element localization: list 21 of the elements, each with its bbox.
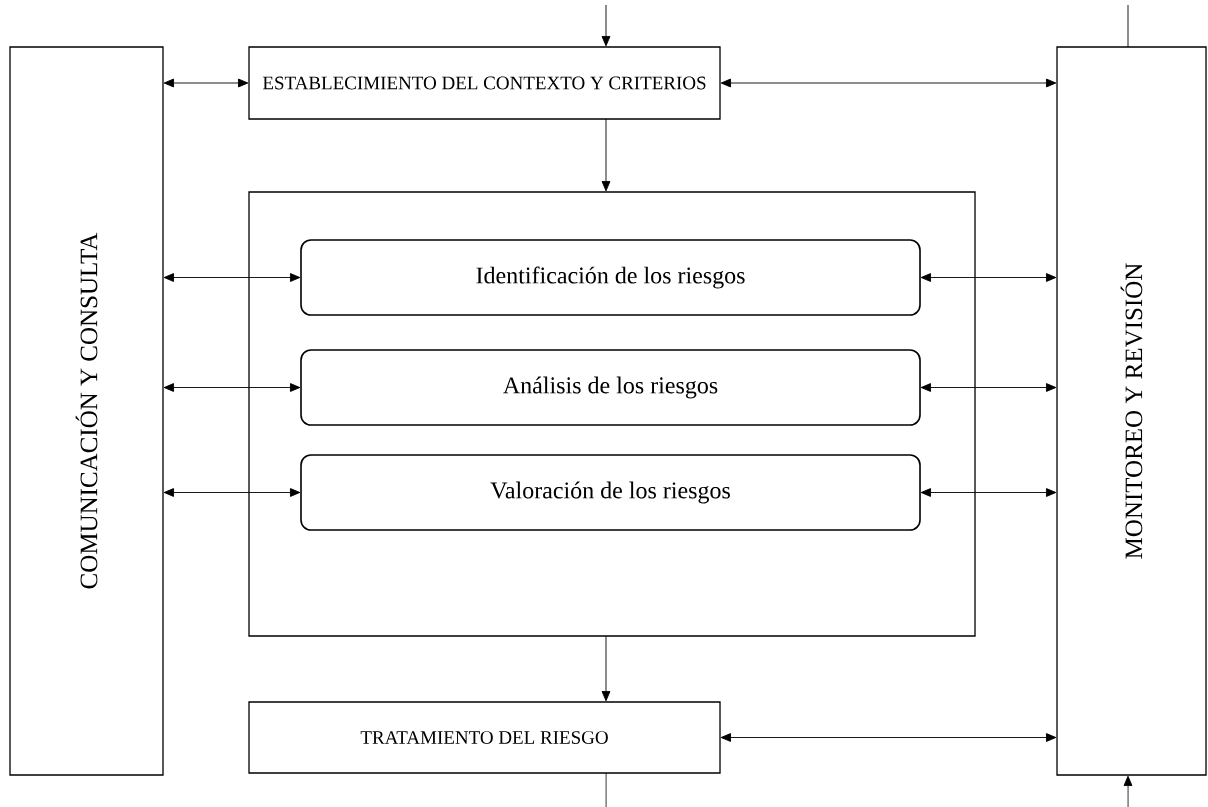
arrow	[163, 78, 249, 88]
frame-box	[248, 191, 976, 637]
arrow	[601, 118, 611, 192]
process-box: ESTABLECIMIENTO DEL CONTEXTO Y CRITERIOS	[248, 46, 721, 120]
arrow	[163, 383, 301, 392]
step-box: Análisis de los riesgos	[300, 349, 921, 426]
process-box: TRATAMIENTO DEL RIESGO	[248, 701, 721, 774]
step-box: Valoración de los riesgos	[300, 454, 921, 531]
arrow	[163, 273, 301, 282]
arrow	[920, 383, 1057, 392]
side-box: MONITOREO Y REVISIÓN	[1056, 46, 1207, 776]
step-box: Identificación de los riesgos	[300, 239, 921, 316]
arrow	[1123, 775, 1133, 807]
arrow	[720, 78, 1057, 88]
arrow	[920, 273, 1057, 282]
arrow	[920, 488, 1057, 497]
arrow	[720, 733, 1057, 742]
arrow	[601, 4, 611, 47]
arrow	[163, 488, 301, 497]
side-box: COMUNICACIÓN Y CONSULTA	[9, 46, 164, 776]
arrow	[601, 635, 611, 702]
